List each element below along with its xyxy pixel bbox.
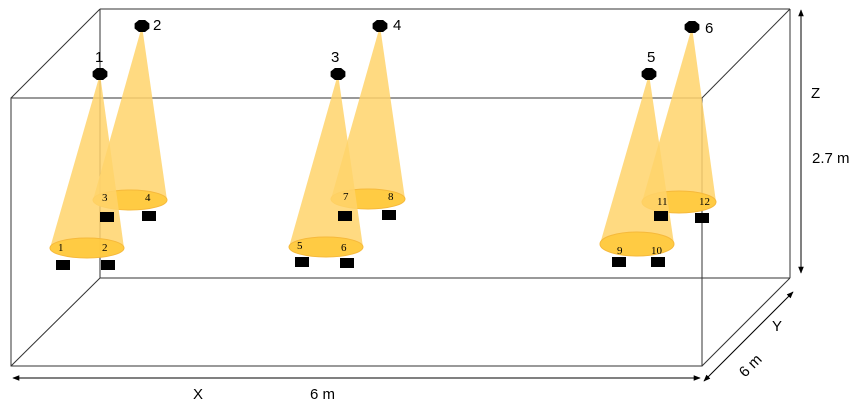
receiver-8 <box>382 210 396 220</box>
y-axis-label: Y <box>772 318 782 335</box>
receiver-5 <box>295 257 309 267</box>
room-box <box>10 8 791 367</box>
z-axis-label: Z <box>811 85 820 102</box>
receiver-12 <box>695 213 709 223</box>
y-dimension-arrow <box>703 291 794 382</box>
receiver-label-12: 12 <box>699 196 710 208</box>
lamp-5 <box>641 68 657 80</box>
receiver-label-10: 10 <box>651 245 663 257</box>
receiver-3 <box>100 212 114 222</box>
receiver-label-8: 8 <box>388 191 394 203</box>
light-cone-5 <box>599 74 675 257</box>
receiver-11 <box>654 211 668 221</box>
receiver-label-2: 2 <box>102 242 108 254</box>
lamp-label-3: 3 <box>331 49 339 66</box>
x-axis-label: X <box>193 386 203 403</box>
receiver-label-9: 9 <box>617 245 623 257</box>
receiver-10 <box>651 257 665 267</box>
receiver-9 <box>612 257 626 267</box>
lamp-label-1: 1 <box>95 49 103 66</box>
lamp-label-5: 5 <box>647 49 655 66</box>
y-length-label: 6 m <box>736 351 766 381</box>
lamp-2 <box>134 20 150 32</box>
light-cones <box>49 26 717 259</box>
receiver-label-1: 1 <box>58 242 64 254</box>
receiver-label-5: 5 <box>297 240 303 252</box>
receiver-1 <box>56 260 70 270</box>
receiver-6 <box>340 258 354 268</box>
receiver-label-4: 4 <box>145 192 151 204</box>
receiver-4 <box>142 211 156 221</box>
receiver-2 <box>101 260 115 270</box>
receiver-7 <box>338 211 352 221</box>
receiver-label-11: 11 <box>657 196 668 208</box>
z-length-label: 2.7 m <box>812 150 850 167</box>
lamp-label-4: 4 <box>393 17 401 34</box>
lamp-3 <box>330 68 346 80</box>
lamp-6 <box>684 21 700 33</box>
lamp-label-6: 6 <box>705 20 713 37</box>
receiver-label-6: 6 <box>341 242 347 254</box>
receiver-label-7: 7 <box>343 191 349 203</box>
x-length-label: 6 m <box>310 386 335 403</box>
lamp-1 <box>92 68 108 80</box>
receiver-label-3: 3 <box>102 192 108 204</box>
lamp-4 <box>372 20 388 32</box>
lamp-label-2: 2 <box>153 17 161 34</box>
lamps: 1 2 3 4 5 6 <box>92 17 713 80</box>
